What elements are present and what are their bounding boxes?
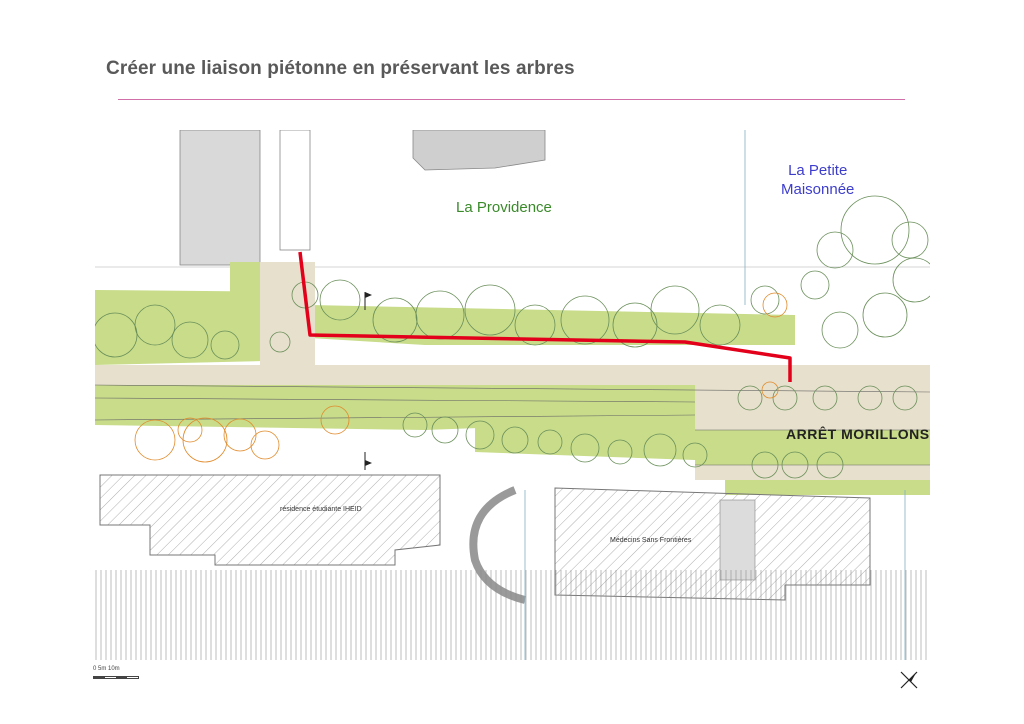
flag-icon — [364, 292, 372, 470]
north-arrow-icon — [900, 671, 918, 689]
building-top-left — [179, 130, 311, 266]
label-msf: Médecins Sans Frontières — [610, 537, 692, 544]
paved-areas — [95, 262, 930, 480]
slide-title: Créer une liaison piétonne en préservant… — [106, 58, 575, 79]
label-maisonnee-line2: Maisonnée — [781, 181, 855, 198]
site-plan: La Providence La Petite Maisonnée ARRÊT … — [95, 130, 930, 660]
label-residence: résidence étudiante IHEID — [280, 506, 362, 513]
label-bus-stop: ARRÊT MORILLONS — [786, 426, 930, 442]
building-top-center — [412, 130, 546, 171]
trees-orange — [134, 292, 788, 463]
building-residence — [99, 474, 441, 566]
label-la-petite-line1: La Petite — [788, 162, 848, 179]
pedestrian-link — [298, 251, 792, 382]
title-divider — [118, 99, 905, 100]
scale-bar — [93, 676, 139, 679]
label-la-petite-maisonnee: La Petite Maisonnée — [781, 161, 854, 199]
label-la-providence: La Providence — [456, 199, 552, 216]
scale-text: 0 5m 10m — [93, 666, 120, 672]
